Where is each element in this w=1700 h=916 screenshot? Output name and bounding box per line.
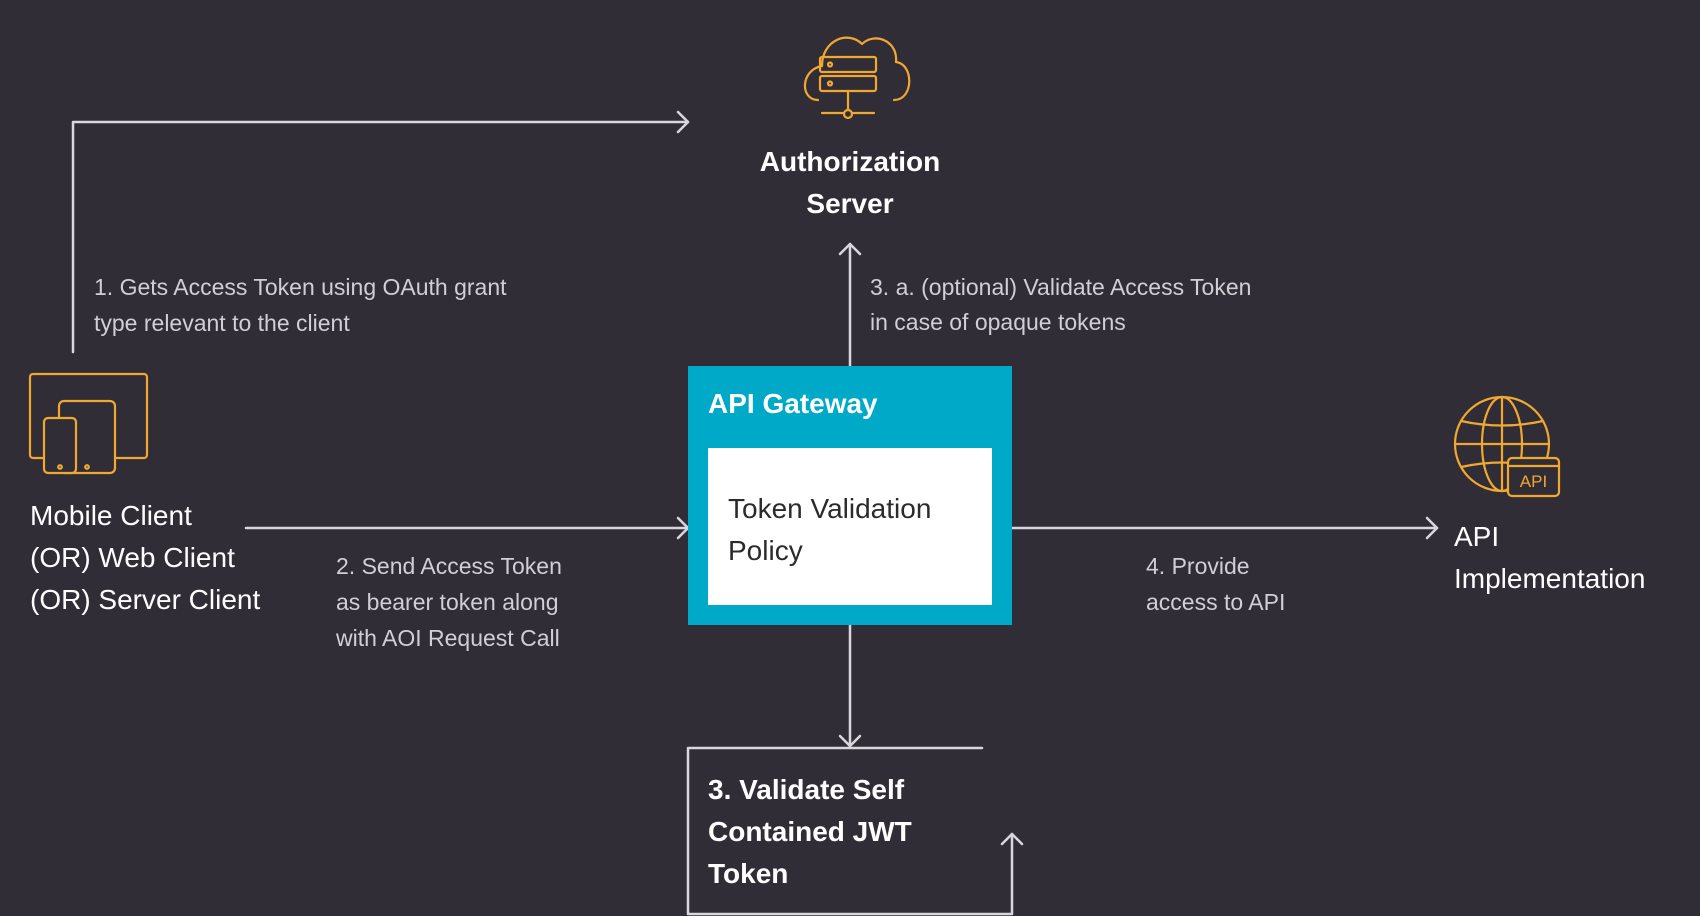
step4-label-line2: access to API — [1146, 589, 1286, 615]
arrowhead-gateway-to-api — [1425, 516, 1439, 540]
auth-server-label-line2: Server — [806, 188, 894, 219]
validate-label-line1: 3. Validate Self — [708, 774, 905, 805]
arrowhead-gateway-to-validate — [838, 734, 862, 748]
validate-label-line3: Token — [708, 858, 789, 889]
step3a-label-line2: in case of opaque tokens — [870, 309, 1126, 335]
step1-label-line1: 1. Gets Access Token using OAuth grant — [94, 274, 507, 300]
policy-text-line2: Policy — [728, 535, 803, 566]
arrow-client-to-auth — [71, 120, 690, 354]
api-badge-label: API — [1519, 472, 1548, 491]
auth-server-label-line1: Authorization — [759, 146, 941, 177]
arrowhead-gateway-to-auth — [838, 242, 862, 256]
api-label-line1: API — [1454, 521, 1500, 552]
client-label-line1: Mobile Client — [30, 500, 192, 531]
policy-text-line1: Token Validation — [728, 493, 932, 524]
step2-label-line1: 2. Send Access Token — [336, 553, 562, 579]
step2-label-line3: with AOI Request Call — [336, 625, 560, 651]
client-label-line3: (OR) Server Client — [30, 584, 261, 615]
token-validation-policy-box: Token Validation Policy — [708, 448, 992, 605]
arrowhead-client-to-auth — [676, 110, 690, 134]
step1-label-line2: type relevant to the client — [94, 310, 350, 336]
policy-text: Token Validation Policy — [728, 488, 978, 572]
api-gateway-title: API Gateway — [708, 388, 878, 419]
arrowhead-validate-loop — [1000, 832, 1024, 846]
validate-label-line2: Contained JWT — [708, 816, 912, 847]
validate-loop-box — [686, 746, 1014, 916]
api-label-line2: Implementation — [1454, 563, 1646, 594]
step2-label-line2: as bearer token along — [336, 589, 559, 615]
step3a-label-line1: 3. a. (optional) Validate Access Token — [870, 274, 1252, 300]
api-gateway-box: API Gateway Token Validation Policy — [688, 366, 1012, 625]
step4-label-line1: 4. Provide — [1146, 553, 1250, 579]
client-label-line2: (OR) Web Client — [30, 542, 235, 573]
